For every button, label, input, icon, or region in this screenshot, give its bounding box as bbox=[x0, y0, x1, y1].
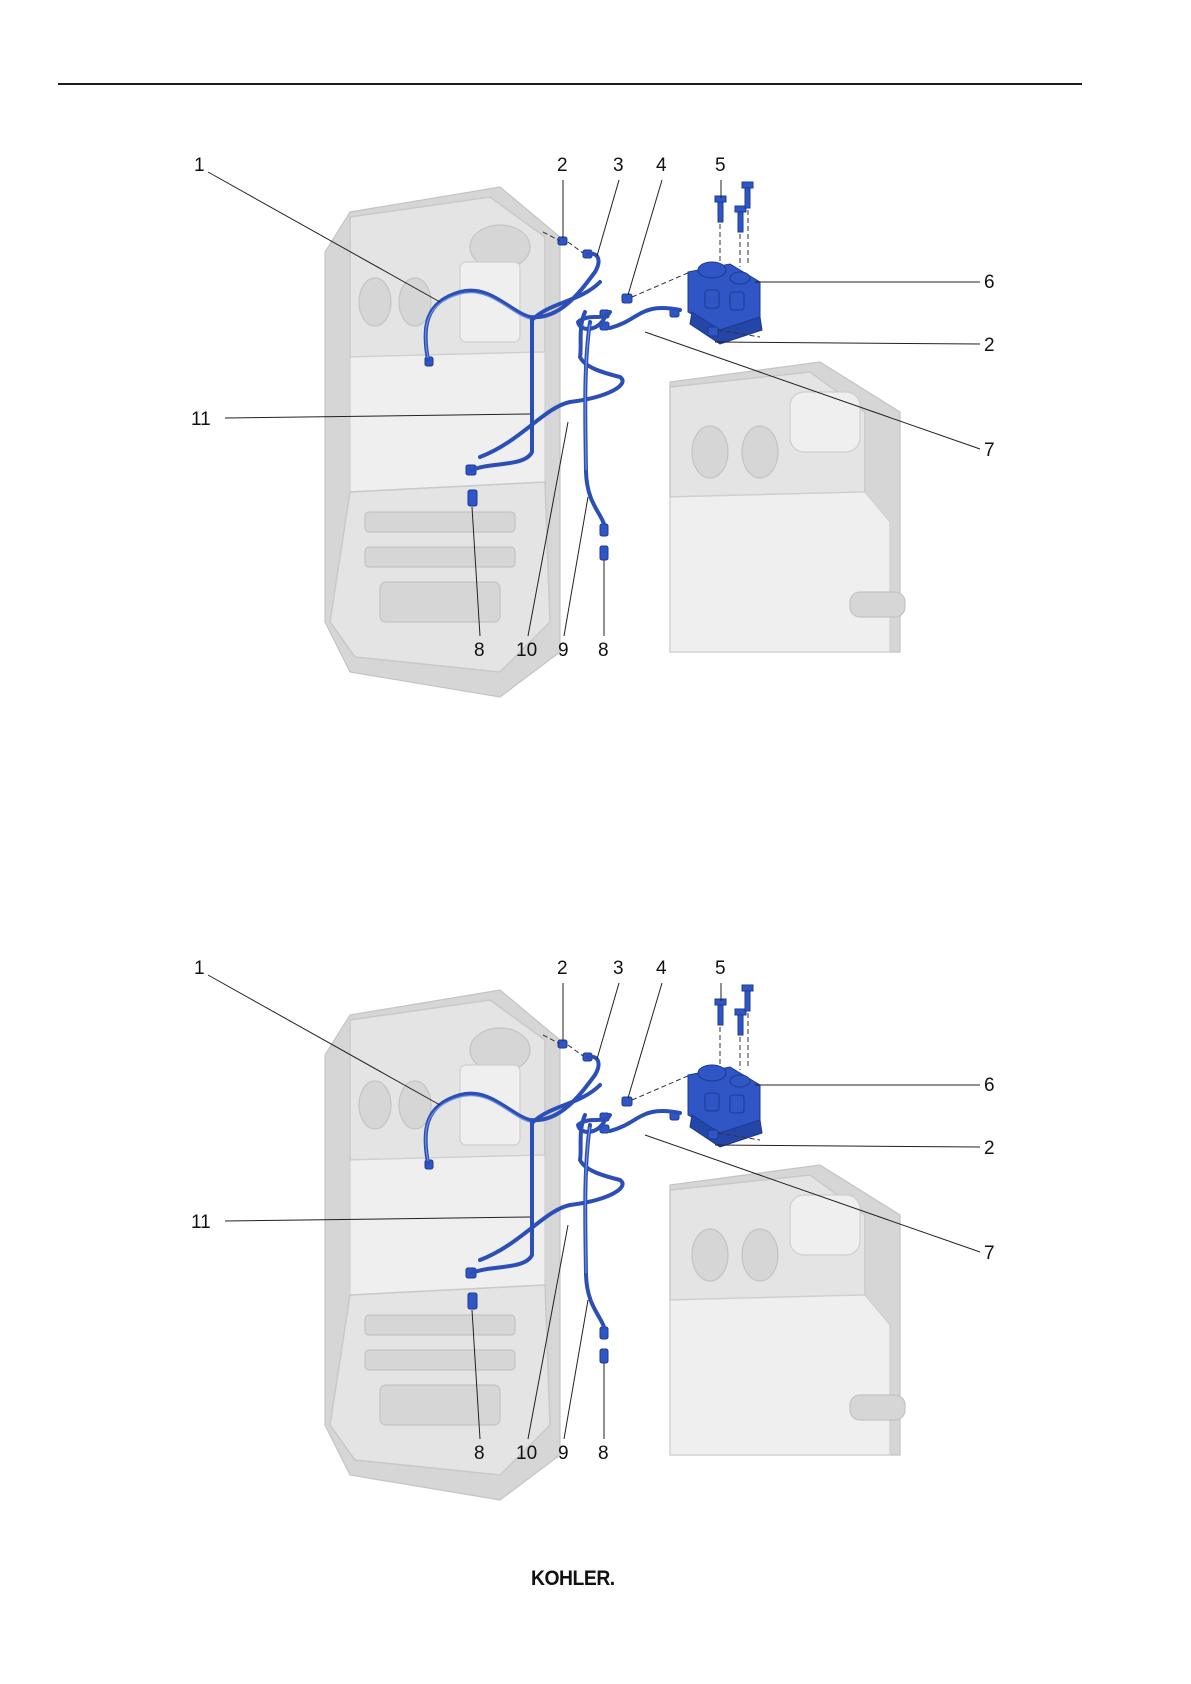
engine-block-left bbox=[325, 990, 560, 1500]
callout-11: 11 bbox=[191, 1212, 211, 1233]
engine-block-right bbox=[670, 1165, 905, 1455]
callout-5: 5 bbox=[715, 155, 726, 176]
callout-2-top: 2 bbox=[557, 958, 568, 979]
callout-2-top: 2 bbox=[557, 155, 568, 176]
callout-11: 11 bbox=[191, 409, 211, 430]
callout-8-left: 8 bbox=[474, 640, 485, 661]
engine-block-right bbox=[670, 362, 905, 652]
diagram-bottom: 1 2 3 4 5 6 2 7 11 8 10 9 8 bbox=[200, 955, 1080, 1515]
callout-5: 5 bbox=[715, 958, 726, 979]
header-rule bbox=[58, 83, 1082, 85]
engine-block-left bbox=[325, 187, 560, 697]
diagram-top: 1 2 3 4 5 6 2 7 11 8 10 9 8 bbox=[200, 152, 1080, 712]
callout-2-right: 2 bbox=[984, 335, 995, 356]
callout-6: 6 bbox=[984, 1075, 995, 1096]
callout-9: 9 bbox=[558, 640, 569, 661]
injection-pump bbox=[688, 262, 762, 344]
callout-3: 3 bbox=[613, 155, 624, 176]
callout-4: 4 bbox=[656, 958, 667, 979]
callout-8-right: 8 bbox=[598, 1443, 609, 1464]
callout-1: 1 bbox=[194, 958, 205, 979]
callout-3: 3 bbox=[613, 958, 624, 979]
callout-6: 6 bbox=[984, 272, 995, 293]
callout-2-right: 2 bbox=[984, 1138, 995, 1159]
injection-pump bbox=[688, 1065, 762, 1147]
callout-8-right: 8 bbox=[598, 640, 609, 661]
callout-7: 7 bbox=[984, 1243, 995, 1264]
callout-10: 10 bbox=[516, 1443, 537, 1464]
callout-9: 9 bbox=[558, 1443, 569, 1464]
callout-4: 4 bbox=[656, 155, 667, 176]
callout-10: 10 bbox=[516, 640, 537, 661]
callout-7: 7 bbox=[984, 440, 995, 461]
callout-8-left: 8 bbox=[474, 1443, 485, 1464]
kohler-logo: KOHLER. bbox=[531, 1567, 615, 1591]
callout-1: 1 bbox=[194, 155, 205, 176]
